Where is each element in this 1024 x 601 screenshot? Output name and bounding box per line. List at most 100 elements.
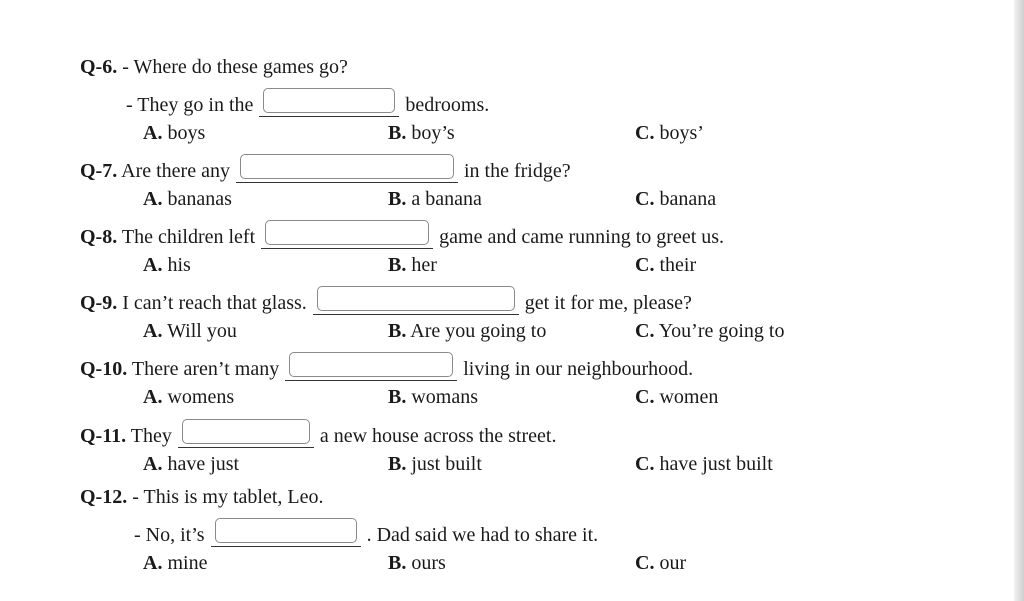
option-c[interactable]: C. banana <box>635 187 716 211</box>
option-text: You’re going to <box>658 320 785 342</box>
question-text-before: I can’t reach that glass. <box>122 292 307 314</box>
option-text: boy’s <box>411 122 455 144</box>
option-c[interactable]: C. their <box>635 253 696 277</box>
answer-blank[interactable] <box>312 286 519 315</box>
option-text: womens <box>167 386 235 408</box>
option-text: his <box>167 254 191 276</box>
option-label: A. <box>143 453 163 475</box>
option-text: have just <box>167 453 240 475</box>
option-label: B. <box>388 386 407 408</box>
option-text: our <box>659 552 687 574</box>
option-label: C. <box>635 386 655 408</box>
option-label: B. <box>388 254 407 276</box>
option-b[interactable]: B. boy’s <box>388 121 455 145</box>
option-text: ours <box>411 552 446 574</box>
answer-blank[interactable] <box>235 154 458 183</box>
option-label: C. <box>635 122 655 144</box>
option-label: C. <box>635 320 655 342</box>
option-label: A. <box>143 552 163 574</box>
question-q12-line2: - No, it’s . Dad said we had to share it. <box>134 518 598 547</box>
answer-box[interactable] <box>265 220 430 245</box>
question-q7: Q-7. Are there any in the fridge? <box>80 154 571 183</box>
question-number: Q-7. <box>80 160 118 182</box>
option-text: women <box>659 386 719 408</box>
option-a[interactable]: A. boys <box>143 121 205 145</box>
answer-blank[interactable] <box>285 352 458 381</box>
option-c[interactable]: C. have just built <box>635 452 773 476</box>
answer-box[interactable] <box>214 518 357 543</box>
question-q6-line2: - They go in the bedrooms. <box>126 88 489 117</box>
question-text-before: They <box>130 425 172 447</box>
option-label: C. <box>635 453 655 475</box>
option-a[interactable]: A. mine <box>143 551 207 575</box>
option-text: have just built <box>659 453 773 475</box>
option-label: B. <box>388 320 407 342</box>
option-b[interactable]: B. ours <box>388 551 446 575</box>
answer-box[interactable] <box>181 419 310 444</box>
answer-blank[interactable] <box>261 220 434 249</box>
answer-box[interactable] <box>289 352 454 377</box>
question-q6: Q-6. - Where do these games go? <box>80 55 348 79</box>
option-b[interactable]: B. womans <box>388 385 478 409</box>
option-label: A. <box>143 188 163 210</box>
option-label: C. <box>635 188 655 210</box>
option-label: C. <box>635 254 655 276</box>
question-text-before: The children left <box>121 226 256 248</box>
question-number: Q-11. <box>80 425 127 447</box>
option-c[interactable]: C. our <box>635 551 686 575</box>
option-label: A. <box>143 254 163 276</box>
option-c[interactable]: C. boys’ <box>635 121 704 145</box>
question-text-after: a new house across the street. <box>319 425 557 447</box>
question-number: Q-12. <box>80 486 128 508</box>
option-b[interactable]: B. just built <box>388 452 482 476</box>
option-a[interactable]: A. Will you <box>143 319 237 343</box>
option-a[interactable]: A. bananas <box>143 187 232 211</box>
question-text-after: . Dad said we had to share it. <box>366 524 599 546</box>
option-b[interactable]: B. Are you going to <box>388 319 546 343</box>
question-q9: Q-9. I can’t reach that glass.get it for… <box>80 286 692 315</box>
question-q8: Q-8. The children left game and came runn… <box>80 220 724 249</box>
question-text-before: - No, it’s <box>134 524 205 546</box>
option-text: boys’ <box>659 122 704 144</box>
answer-box[interactable] <box>316 286 515 311</box>
option-text: womans <box>411 386 479 408</box>
question-text: - This is my tablet, Leo. <box>132 486 324 508</box>
answer-blank[interactable] <box>177 419 314 448</box>
option-c[interactable]: C. You’re going to <box>635 319 784 343</box>
option-label: B. <box>388 188 407 210</box>
option-label: A. <box>143 386 163 408</box>
option-text: boys <box>167 122 206 144</box>
question-number: Q-9. <box>80 292 118 314</box>
question-text-after: bedrooms. <box>405 94 490 116</box>
answer-blank[interactable] <box>259 88 400 117</box>
option-a[interactable]: A. womens <box>143 385 234 409</box>
question-q12: Q-12. - This is my tablet, Leo. <box>80 485 324 509</box>
question-q11: Q-11. They a new house across the street. <box>80 419 556 448</box>
option-text: her <box>411 254 437 276</box>
option-label: B. <box>388 122 407 144</box>
question-text-before: Are there any <box>121 160 230 182</box>
option-a[interactable]: A. have just <box>143 452 239 476</box>
answer-box[interactable] <box>263 88 396 113</box>
option-a[interactable]: A. his <box>143 253 191 277</box>
option-label: A. <box>143 320 163 342</box>
option-b[interactable]: B. her <box>388 253 437 277</box>
option-b[interactable]: B. a banana <box>388 187 482 211</box>
option-text: Are you going to <box>410 320 547 342</box>
question-text: - Where do these games go? <box>122 56 348 78</box>
answer-box[interactable] <box>239 154 454 179</box>
question-text-after: in the fridge? <box>463 160 571 182</box>
answer-blank[interactable] <box>210 518 361 547</box>
option-text: bananas <box>167 188 232 210</box>
option-label: C. <box>635 552 655 574</box>
question-text-after: living in our neighbourhood. <box>463 358 694 380</box>
page-edge-shadow <box>1014 0 1024 601</box>
question-text-after: game and came running to greet us. <box>439 226 725 248</box>
option-text: Will you <box>167 320 237 342</box>
option-label: B. <box>388 552 407 574</box>
question-text-before: - They go in the <box>126 94 254 116</box>
question-number: Q-8. <box>80 226 118 248</box>
option-c[interactable]: C. women <box>635 385 718 409</box>
